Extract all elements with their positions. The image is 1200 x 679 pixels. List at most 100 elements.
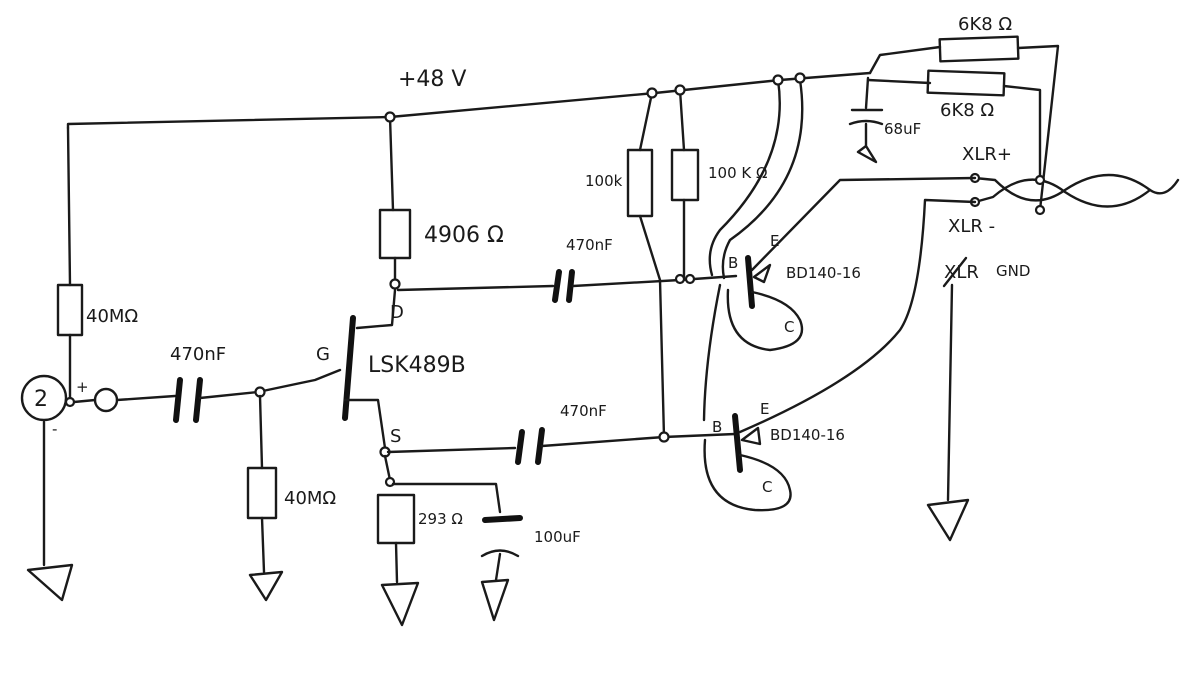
gnd-gate	[248, 570, 284, 602]
label-r-source: 293 Ω	[418, 510, 463, 528]
resistor-6k8-top-1	[938, 35, 1020, 63]
resistor-293	[376, 493, 416, 545]
node-drain	[389, 278, 401, 290]
label-xlr-minus: XLR -	[948, 216, 995, 237]
input-terminal	[93, 387, 119, 413]
xlr-strikethrough	[942, 256, 968, 288]
collector-wire-2	[721, 78, 804, 280]
q-top-emitter	[750, 176, 977, 272]
label-xlr-plus: XLR+	[962, 144, 1012, 165]
cross-to-bottom-q	[702, 283, 722, 422]
label-q-bottom: BD140-16	[770, 426, 845, 444]
drain-upper-wire	[388, 115, 395, 212]
drain-to-cap	[396, 284, 555, 292]
c-470-source-plate-1	[515, 429, 525, 465]
mic-to-terminal	[72, 398, 97, 404]
label-c-470-source: 470nF	[560, 402, 607, 420]
label-r-drain: 4906 Ω	[424, 223, 504, 248]
node-rail-c2	[794, 72, 806, 84]
r-100k-left-down	[638, 214, 666, 439]
label-e-top: E	[770, 232, 779, 250]
r-100k-left-lead	[638, 91, 654, 152]
c-470-drain-plate-2	[566, 269, 575, 303]
label-r-100k-left: 100k	[585, 172, 623, 190]
c-supply-ground	[856, 122, 878, 164]
c-source-plate-top	[482, 515, 523, 523]
label-c-in: 470nF	[170, 344, 226, 365]
resistor-40m-gate	[246, 466, 278, 520]
c-470-source-plate-2	[535, 427, 545, 465]
label-r-gate: 40MΩ	[284, 488, 336, 509]
terminal-to-cin	[115, 394, 177, 402]
label-r-bias: 40MΩ	[86, 306, 138, 327]
r-100k-right-lead	[678, 88, 686, 152]
xlr-pair-b	[973, 178, 1152, 208]
r-top-1-lead-right	[1016, 44, 1060, 212]
gate-to-gnd	[260, 516, 266, 574]
q-bottom-collector	[703, 438, 792, 512]
c-source-to-gnd	[494, 552, 502, 582]
label-r-100k-right: 100 K Ω	[708, 164, 767, 182]
q-bottom-emitter-arrow	[740, 426, 762, 446]
label-xlr-gnd-struck: XLR	[944, 262, 979, 283]
c-supply-lead	[864, 76, 870, 110]
r-top-1-lead	[868, 45, 942, 75]
label-e-bottom: E	[760, 400, 769, 418]
label-c-supply: 68uF	[884, 120, 921, 138]
node-base-top-b	[684, 273, 696, 285]
drain-to-jfet	[355, 288, 397, 330]
mic-capsule	[20, 374, 68, 422]
r293-to-gnd	[394, 541, 399, 584]
label-mic-plus: +	[76, 378, 89, 396]
q-top-base-bar	[745, 255, 755, 309]
node-drain-top	[384, 111, 396, 123]
c-in-plate-1	[173, 377, 183, 423]
gate-resistor-wire	[258, 394, 264, 470]
label-jfet: LSK489B	[368, 353, 466, 378]
resistor-6k8-top-2	[926, 69, 1006, 97]
label-r-top-2: 6K8 Ω	[940, 100, 994, 121]
gnd-mic	[26, 563, 74, 602]
label-r-top-1: 6K8 Ω	[958, 14, 1012, 35]
label-b-top: B	[728, 254, 738, 272]
label-mic: 2	[34, 387, 48, 412]
cap-to-base-top	[571, 274, 738, 288]
c-source-plate-bottom	[480, 549, 520, 558]
c-in-plate-2	[193, 377, 203, 423]
node-base-top-a	[674, 273, 686, 285]
collector-wire-1	[708, 78, 781, 277]
label-source: S	[390, 426, 401, 447]
label-c-source: 100uF	[534, 528, 581, 546]
gate-wire	[256, 368, 342, 394]
xlr-minus-junction	[1034, 204, 1046, 216]
node-rail-c1	[772, 74, 784, 86]
cin-to-gate	[198, 390, 260, 400]
xlr-gnd-symbol	[926, 498, 970, 542]
source-to-cap	[386, 446, 517, 454]
label-gate: G	[316, 344, 330, 365]
label-c-top: C	[784, 318, 794, 336]
label-b-bottom: B	[712, 418, 722, 436]
xlr-plus-junction	[1034, 174, 1046, 186]
gnd-cap	[480, 578, 510, 622]
label-mic-minus: -	[52, 420, 57, 438]
r-top-2-lead-right	[1002, 84, 1042, 182]
resistor-4906	[378, 208, 412, 260]
xlr-pair-a	[973, 173, 1180, 202]
q-bottom-emitter	[738, 198, 977, 434]
q-top-emitter-arrow	[752, 263, 772, 284]
xlr-gnd-wire	[946, 283, 954, 502]
node-100k-right-top	[674, 84, 686, 96]
node-100k-left-top	[646, 87, 658, 99]
label-drain: D	[390, 302, 404, 323]
c-supply-plate-bottom	[848, 119, 884, 126]
jfet-source-lead	[343, 398, 387, 450]
r-top-2-lead	[866, 78, 932, 85]
jfet-channel	[342, 315, 356, 421]
label-c-bottom: C	[762, 478, 772, 496]
supply-rail	[66, 71, 872, 130]
c-470-drain-plate-1	[552, 269, 562, 303]
resistor-100k-left	[626, 148, 654, 218]
